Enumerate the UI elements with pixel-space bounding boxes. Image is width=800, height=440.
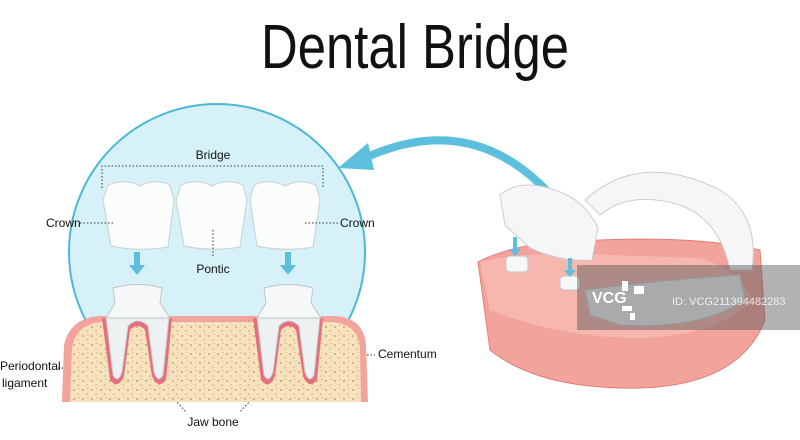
label-crown-left: Crown bbox=[46, 216, 81, 230]
label-crown-right: Crown bbox=[340, 216, 375, 230]
down-arrow-icons bbox=[129, 252, 296, 275]
label-pontic: Pontic bbox=[196, 262, 229, 276]
crown-left bbox=[102, 181, 175, 250]
watermark-logo: VCG bbox=[592, 290, 627, 307]
watermark-id: ID: VCG211394482283 bbox=[672, 296, 786, 308]
down-arrow-icon bbox=[129, 252, 145, 275]
down-arrow-icon bbox=[280, 252, 296, 275]
arrowhead-icon bbox=[338, 143, 374, 170]
jaw-model bbox=[477, 171, 766, 389]
watermark: VCG ID: VCG211394482283 bbox=[577, 265, 800, 330]
label-jaw-bone: Jaw bone bbox=[187, 415, 239, 429]
label-ligament: ligament bbox=[2, 376, 48, 390]
label-cementum: Cementum bbox=[378, 347, 437, 361]
jaw-bone bbox=[70, 322, 361, 402]
bridge-crowns bbox=[102, 181, 321, 250]
abutment-teeth bbox=[102, 284, 323, 385]
crown-right bbox=[249, 181, 321, 250]
watermark-logo-icon bbox=[622, 281, 644, 320]
curved-arrow-icon bbox=[363, 136, 551, 195]
pontic-tooth bbox=[175, 181, 248, 250]
bridge-bracket bbox=[101, 165, 324, 188]
page-title: Dental Bridge bbox=[261, 13, 569, 82]
upper-teeth-row bbox=[584, 171, 754, 271]
label-periodontal: Periodontal bbox=[0, 359, 61, 373]
bridge-model bbox=[499, 184, 599, 261]
label-bridge: Bridge bbox=[196, 148, 231, 162]
down-arrow-icon bbox=[509, 237, 576, 277]
